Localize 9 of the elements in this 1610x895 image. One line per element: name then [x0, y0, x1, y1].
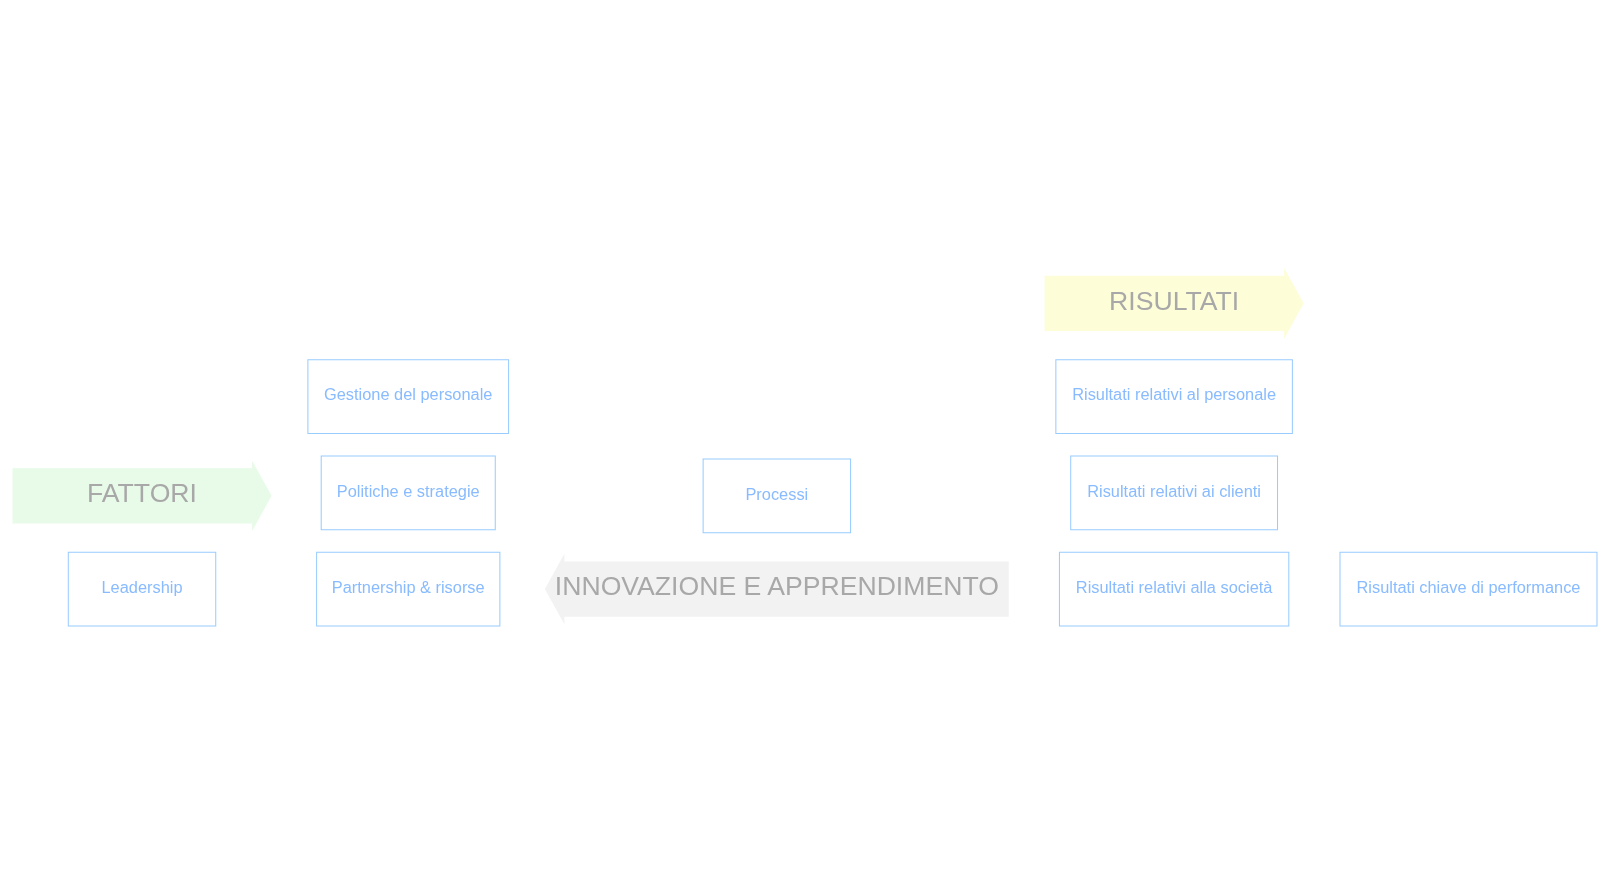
node-box: Leadership [67, 551, 217, 626]
node-box: Risultati relativi ai clienti [1070, 454, 1279, 530]
node-box: Gestione del personale [307, 358, 510, 434]
node-box: Processi [702, 458, 852, 533]
node-box: Politiche e strategie [320, 454, 496, 530]
node-box: Risultati relativi al personale [1055, 358, 1293, 434]
node-box: Risultati chiave di performance [1339, 551, 1598, 626]
node-box: Risultati relativi alla società [1058, 551, 1290, 626]
node-box: Partnership & risorse [316, 551, 501, 626]
